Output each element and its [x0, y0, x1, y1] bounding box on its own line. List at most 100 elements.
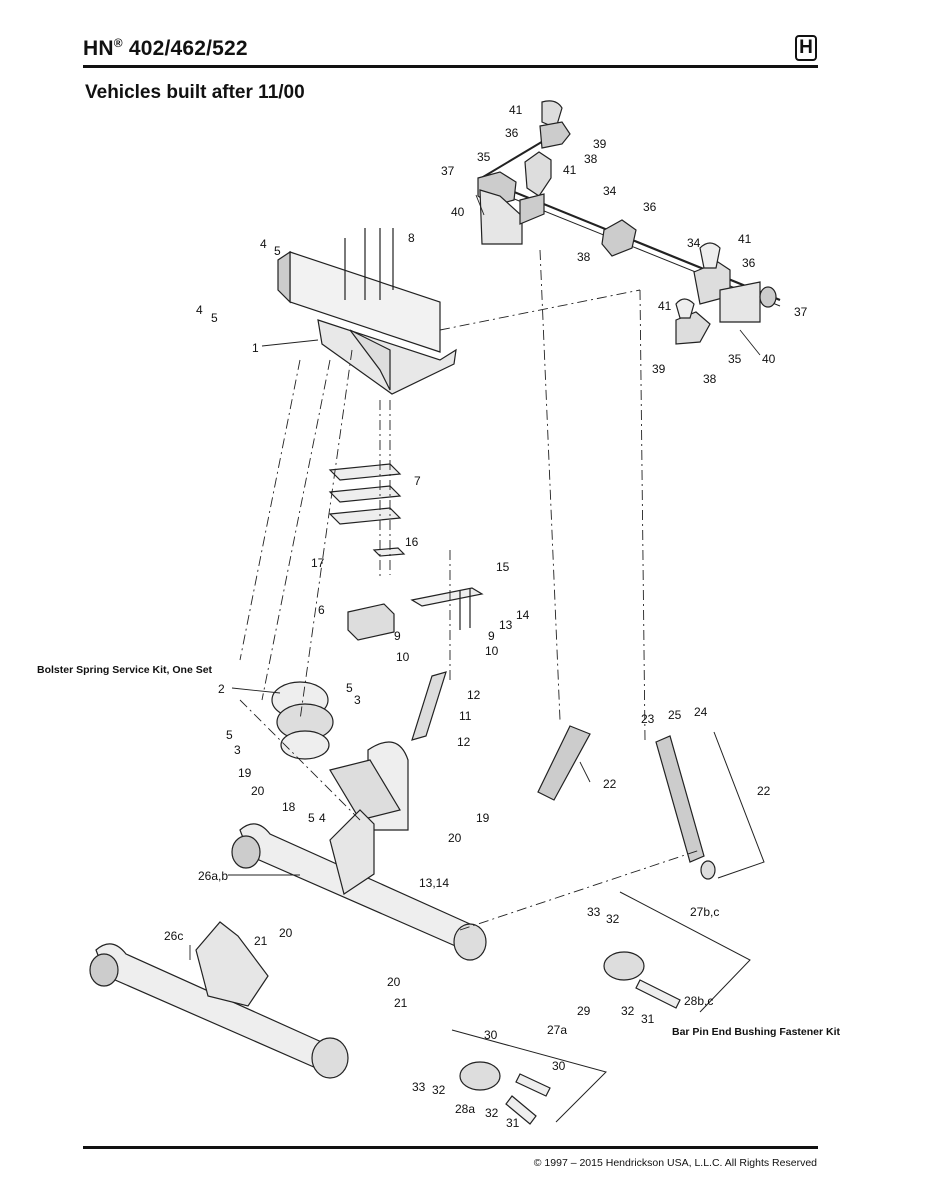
equalizing-beam-upper	[231, 809, 487, 961]
callout-40: 40	[451, 205, 465, 219]
callout-38: 38	[584, 152, 598, 166]
copyright-notice: © 1997 – 2015 Hendrickson USA, L.L.C. Al…	[533, 1157, 817, 1169]
callout-31: 31	[641, 1012, 655, 1026]
page-subtitle: Vehicles built after 11/00	[85, 82, 305, 103]
callout-11: 11	[459, 709, 472, 723]
callout-12: 12	[457, 735, 471, 749]
page-title-model: HN	[83, 37, 114, 60]
callout-18: 18	[282, 800, 296, 814]
callout-2: 2	[218, 682, 225, 696]
callout-3: 3	[234, 743, 241, 757]
callout-9: 9	[488, 629, 495, 643]
callout-20: 20	[387, 975, 401, 989]
bolster-kit-label: Bolster Spring Service Kit, One Set	[37, 664, 213, 676]
callout-9: 9	[394, 629, 401, 643]
header-rule	[83, 65, 818, 68]
callout-4: 4	[319, 811, 326, 825]
callout-17: 17	[311, 556, 325, 570]
callout-21: 21	[254, 934, 268, 948]
callout-32: 32	[606, 912, 620, 926]
spacer-plates	[328, 463, 406, 557]
callout-30: 30	[552, 1059, 566, 1073]
callout-36: 36	[742, 256, 756, 270]
callout-19: 19	[238, 766, 252, 780]
callout-23: 23	[641, 712, 655, 726]
callout-38: 38	[577, 250, 591, 264]
callout-20: 20	[251, 784, 265, 798]
callout-5: 5	[308, 811, 315, 825]
callout-20: 20	[279, 926, 293, 940]
callout-3: 3	[354, 693, 361, 707]
callout-34: 34	[603, 184, 617, 198]
leader-lines	[189, 194, 761, 960]
callout-5: 5	[226, 728, 233, 742]
callout-36: 36	[505, 126, 519, 140]
callout-6: 6	[318, 603, 325, 617]
callout-22: 22	[757, 784, 771, 798]
callout-41: 41	[509, 103, 523, 117]
footer-rule	[83, 1146, 818, 1149]
frame-hanger-bracket	[277, 228, 457, 395]
callout-8: 8	[408, 231, 415, 245]
callout-41: 41	[563, 163, 577, 177]
callout-37: 37	[441, 164, 455, 178]
callout-33: 33	[587, 905, 601, 919]
callout-41: 41	[738, 232, 752, 246]
callout-5: 5	[211, 311, 218, 325]
callout-21: 21	[394, 996, 408, 1010]
kit-brackets	[451, 731, 765, 1123]
cross-tube-assembly	[477, 100, 781, 345]
callout-19: 19	[476, 811, 490, 825]
callout-27bc: 27b,c	[690, 905, 719, 919]
callout-13: 13	[499, 618, 513, 632]
equalizing-beam-lower	[89, 921, 349, 1079]
callout-39: 39	[593, 137, 607, 151]
callout-25: 25	[668, 708, 682, 722]
callout-12: 12	[467, 688, 481, 702]
page-title: HN® 402/462/522	[83, 36, 248, 61]
callout-38: 38	[703, 372, 717, 386]
barpin-kit-label: Bar Pin End Bushing Fastener Kit	[672, 1026, 841, 1038]
callout-26c: 26c	[164, 929, 183, 943]
callout-7: 7	[414, 474, 421, 488]
callout-30: 30	[484, 1028, 498, 1042]
assembly-lines	[239, 249, 701, 931]
callout-35: 35	[477, 150, 491, 164]
callout-32: 32	[485, 1106, 499, 1120]
callout-20: 20	[448, 831, 462, 845]
callout-10: 10	[396, 650, 410, 664]
callout-36: 36	[643, 200, 657, 214]
shock-absorbers	[537, 725, 716, 880]
end-bushing-a	[459, 1061, 551, 1125]
callout-34: 34	[687, 236, 701, 250]
callout-39: 39	[652, 362, 666, 376]
callout-35: 35	[728, 352, 742, 366]
callout-4: 4	[260, 237, 267, 251]
callout-26ab: 26a,b	[198, 869, 228, 883]
torque-rod	[411, 671, 447, 741]
bolster-parts	[347, 587, 484, 641]
hendrickson-logo: H	[795, 35, 817, 61]
bolster-spring	[271, 681, 334, 760]
callout-28bc: 28b,c	[684, 994, 713, 1008]
callout-28a: 28a	[455, 1102, 475, 1116]
callout-33: 33	[412, 1080, 426, 1094]
callout-1: 1	[252, 341, 259, 355]
callout-5: 5	[346, 681, 353, 695]
callout-31: 31	[506, 1116, 520, 1130]
callout-32: 32	[432, 1083, 446, 1097]
callout-22: 22	[603, 777, 617, 791]
registered-mark: ®	[113, 36, 123, 50]
callout-27a: 27a	[547, 1023, 567, 1037]
callout-14: 14	[516, 608, 530, 622]
callout-15: 15	[496, 560, 510, 574]
callout-32: 32	[621, 1004, 635, 1018]
callout-10: 10	[485, 644, 499, 658]
saddle-assembly	[329, 741, 409, 831]
callout-4: 4	[196, 303, 203, 317]
callout-5: 5	[274, 244, 281, 258]
callout-29: 29	[577, 1004, 591, 1018]
callout-13-14: 13,14	[419, 876, 449, 890]
